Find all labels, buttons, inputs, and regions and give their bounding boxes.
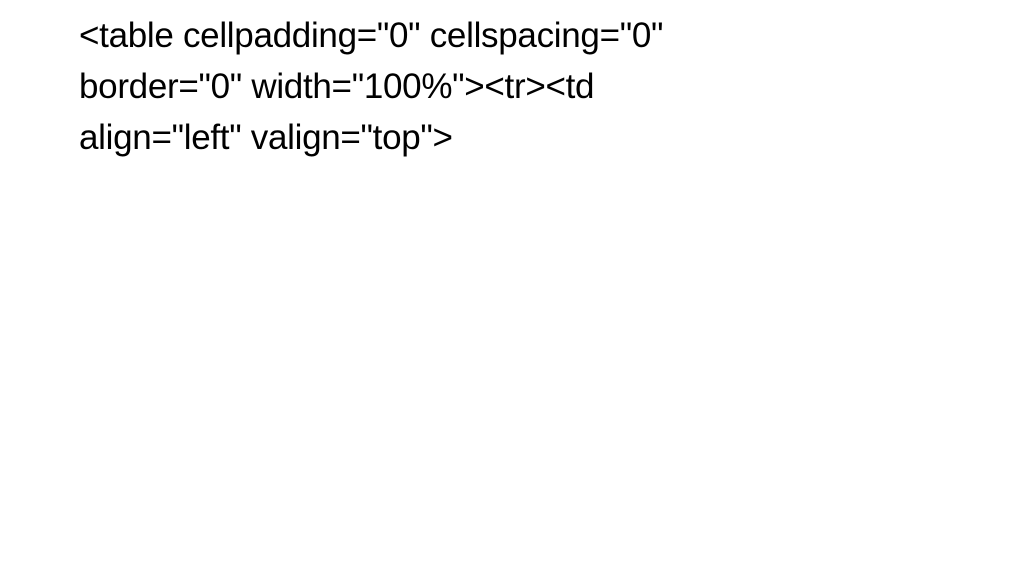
slide-body-text: <table cellpadding="0" cellspacing="0" b… [79, 10, 959, 163]
slide-text-line: border="0" width="100%"><tr><td [79, 67, 595, 106]
slide-text-line: <table cellpadding="0" cellspacing="0" [79, 16, 664, 55]
slide-text-line: align="left" valign="top"> [79, 118, 453, 157]
